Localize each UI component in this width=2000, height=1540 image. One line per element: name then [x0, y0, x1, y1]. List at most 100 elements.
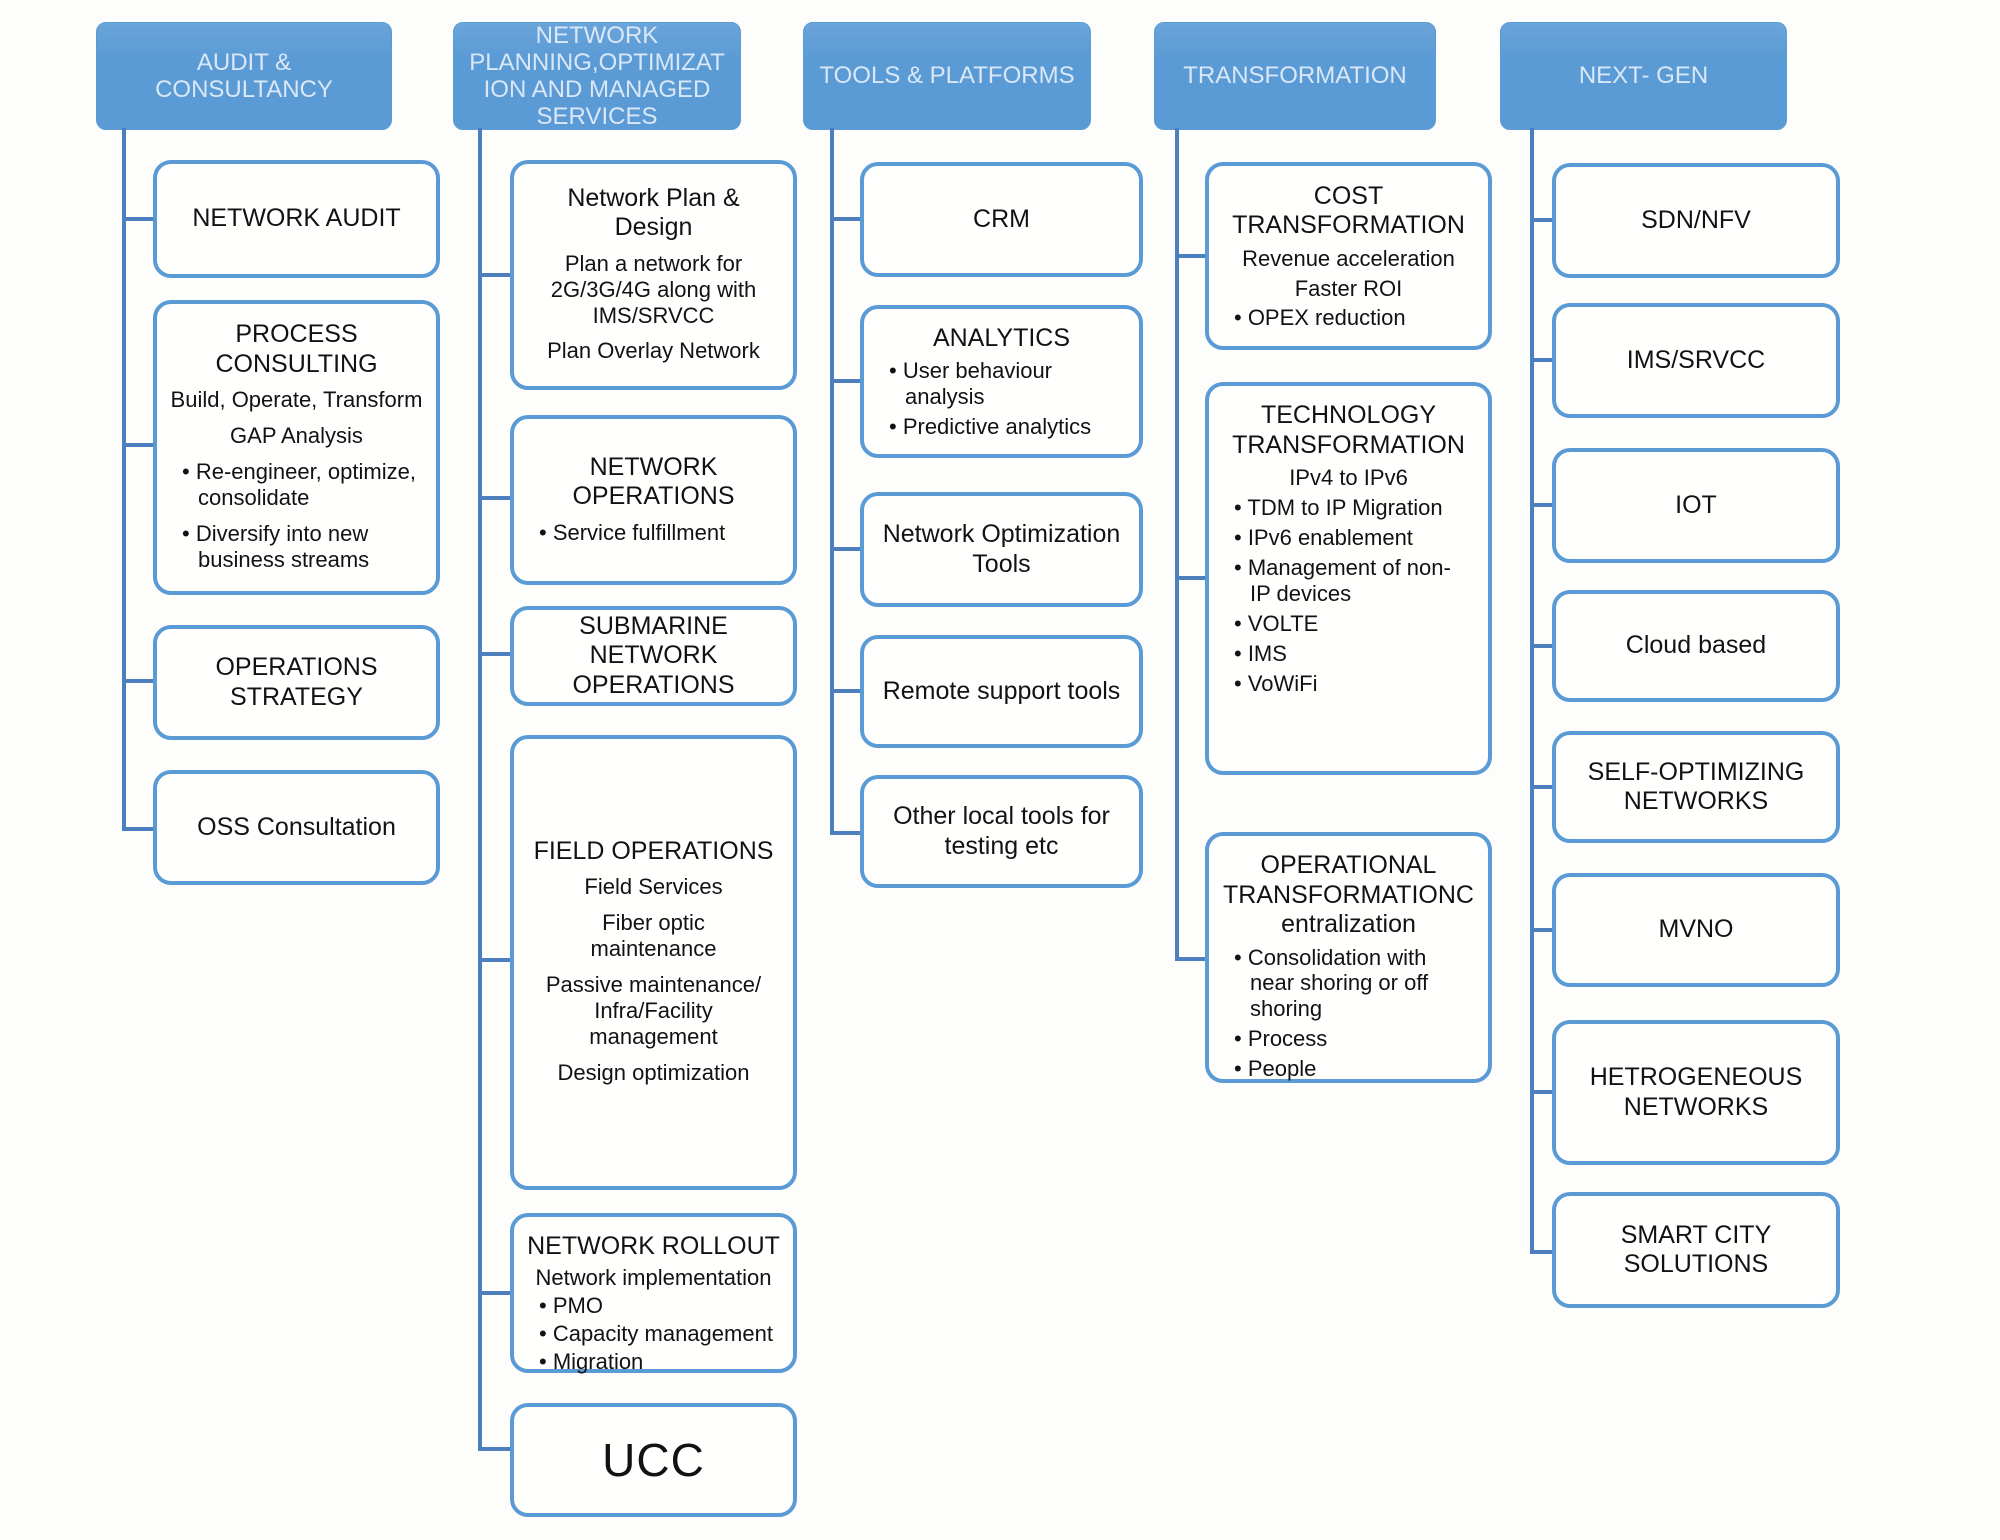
box-title: MVNO — [1658, 915, 1734, 944]
box-line: IPv4 to IPv6 — [1289, 465, 1408, 490]
connector-stub — [830, 217, 860, 221]
box-bullet-line: • Re-engineer, optimize, consolidate — [182, 459, 416, 510]
box-title: Remote support tools — [882, 676, 1121, 705]
box-line: Fiber optic maintenance — [590, 910, 717, 962]
connector-stub — [478, 273, 510, 277]
box-remote-support-tools: Remote support tools — [860, 635, 1143, 748]
box-title: SDN/NFV — [1641, 205, 1751, 234]
box-bullet-line: • Predictive analytics — [889, 414, 1092, 440]
connector-stub — [1175, 957, 1205, 961]
box-network-rollout: NETWORK ROLLOUT Network implementation •… — [510, 1213, 797, 1375]
box-mvno: MVNO — [1552, 873, 1840, 987]
box-network-operations: NETWORK OPERATIONS • Service fulfillment — [510, 415, 797, 585]
connector-stub — [1530, 785, 1552, 789]
column-header-transformation: TRANSFORMATION — [1154, 22, 1436, 130]
box-analytics: ANALYTICS • User behaviour analysis • Pr… — [860, 305, 1143, 458]
box-bullet-line: • OPEX reduction — [1234, 305, 1406, 331]
connector-stub — [830, 379, 860, 383]
connector-stub — [478, 496, 510, 500]
box-bullet-line: • Migration — [539, 1349, 644, 1375]
box-line: Network implementation — [535, 1264, 772, 1290]
connector-stub — [478, 958, 510, 962]
box-process-consulting: PROCESS CONSULTING Build, Operate, Trans… — [153, 300, 440, 595]
column-header-audit-consultancy: AUDIT & CONSULTANCY — [96, 22, 392, 130]
box-title: COST TRANSFORMATION — [1232, 181, 1465, 240]
box-network-optimization-tools: Network Optimization Tools — [860, 492, 1143, 607]
box-line: Faster ROI — [1294, 275, 1403, 301]
connector-stub — [830, 689, 860, 693]
box-bullet-line: • Diversify into new business streams — [182, 520, 370, 572]
connector-stub — [478, 1447, 510, 1451]
box-title: FIELD OPERATIONS — [533, 836, 774, 865]
column-header-network-planning: NETWORK PLANNING,OPTIMIZAT ION AND MANAG… — [453, 22, 741, 130]
box-technology-transformation: TECHNOLOGY TRANSFORMATION IPv4 to IPv6 •… — [1205, 382, 1492, 775]
connector-trunk — [122, 128, 126, 831]
box-other-local-tools: Other local tools for testing etc — [860, 775, 1143, 888]
box-title: Network Plan & Design — [567, 183, 740, 242]
box-ucc: UCC — [510, 1403, 797, 1517]
box-cloud-based: Cloud based — [1552, 590, 1840, 702]
box-line: GAP Analysis — [230, 423, 363, 449]
column-header-next-gen: NEXT- GEN — [1500, 22, 1787, 130]
box-bullet-line: • People — [1234, 1056, 1317, 1082]
box-sdn-nfv: SDN/NFV — [1552, 163, 1840, 278]
box-hetrogeneous-networks: HETROGENEOUS NETWORKS — [1552, 1020, 1840, 1165]
box-title: OSS Consultation — [197, 812, 396, 841]
box-crm: CRM — [860, 162, 1143, 277]
box-bullet-line: • Process — [1234, 1026, 1328, 1052]
box-bullet-line: • IPv6 enablement — [1234, 524, 1413, 550]
box-iot: IOT — [1552, 448, 1840, 563]
box-title: IMS/SRVCC — [1626, 345, 1766, 374]
box-title: OPERATIONAL TRANSFORMATIONC entralizatio… — [1223, 851, 1474, 938]
box-bullet-line: • PMO — [539, 1293, 603, 1319]
box-smart-city-solutions: SMART CITY SOLUTIONS — [1552, 1192, 1840, 1308]
box-line: Design optimization — [557, 1060, 750, 1086]
box-bullet-line: • Consolidation with near shoring or off… — [1234, 944, 1429, 1022]
box-bullet-line: • VOLTE — [1234, 610, 1319, 636]
connector-trunk — [478, 128, 482, 1451]
box-title: NETWORK AUDIT — [192, 204, 401, 233]
connector-stub — [122, 827, 153, 831]
box-oss-consultation: OSS Consultation — [153, 770, 440, 885]
box-title: CRM — [973, 204, 1030, 233]
box-title: ANALYTICS — [932, 323, 1071, 352]
column-header-tools-platforms: TOOLS & PLATFORMS — [803, 22, 1091, 130]
box-network-plan-design: Network Plan & Design Plan a network for… — [510, 160, 797, 390]
box-line: Plan a network for 2G/3G/4G along with I… — [550, 250, 757, 328]
box-line: Field Services — [584, 874, 723, 900]
box-operations-strategy: OPERATIONS STRATEGY — [153, 625, 440, 740]
box-line: Plan Overlay Network — [547, 338, 760, 364]
box-bullet-line: • IMS — [1234, 640, 1287, 666]
box-title: Network Optimization Tools — [882, 520, 1121, 578]
connector-stub — [1530, 503, 1552, 507]
connector-stub — [1530, 358, 1552, 362]
box-self-optimizing-networks: SELF-OPTIMIZING NETWORKS — [1552, 731, 1840, 843]
connector-stub — [122, 217, 153, 221]
box-title: UCC — [602, 1433, 705, 1486]
box-title: HETROGENEOUS NETWORKS — [1589, 1063, 1803, 1121]
connector-stub — [1175, 576, 1205, 580]
connector-trunk — [1530, 128, 1534, 1254]
box-bullet-line: • User behaviour analysis — [889, 358, 1053, 410]
box-title: SUBMARINE NETWORK OPERATIONS — [572, 611, 735, 699]
box-title: NETWORK ROLLOUT — [527, 1232, 780, 1260]
connector-stub — [1175, 254, 1205, 258]
connector-stub — [830, 547, 860, 551]
box-bullet-line: • Capacity management — [539, 1321, 773, 1347]
box-bullet-line: • TDM to IP Migration — [1234, 494, 1443, 520]
connector-stub — [1530, 1250, 1552, 1254]
connector-stub — [122, 679, 153, 683]
box-bullet-line: • Management of non- IP devices — [1234, 554, 1451, 606]
box-title: Cloud based — [1625, 631, 1767, 660]
connector-stub — [1530, 928, 1552, 932]
box-line: Passive maintenance/ Infra/Facility mana… — [545, 972, 762, 1050]
box-title: SELF-OPTIMIZING NETWORKS — [1587, 757, 1805, 816]
connector-stub — [478, 652, 510, 656]
box-network-audit: NETWORK AUDIT — [153, 160, 440, 278]
box-title: SMART CITY SOLUTIONS — [1620, 1220, 1772, 1279]
connector-trunk — [1175, 128, 1179, 961]
connector-stub — [122, 443, 153, 447]
box-title: PROCESS CONSULTING — [215, 320, 378, 378]
connector-stub — [1530, 644, 1552, 648]
